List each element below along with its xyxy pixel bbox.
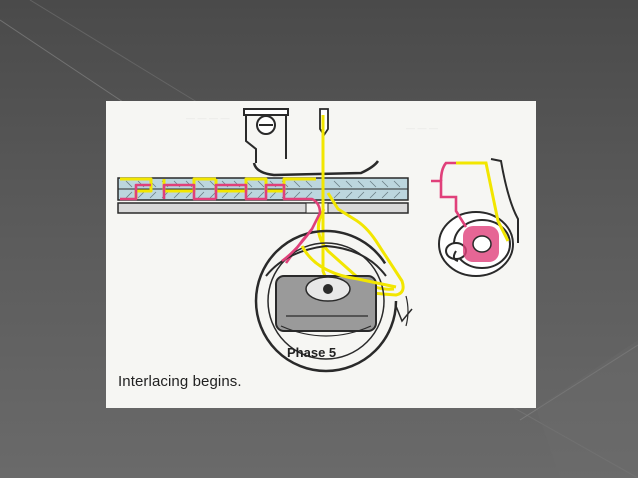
phase-label: Phase 5: [287, 345, 337, 360]
presser-foot: [243, 108, 380, 177]
svg-text:— — —: — — —: [406, 123, 438, 133]
rotary-hook: [254, 229, 413, 373]
bobbin-thread-path: [431, 161, 468, 228]
sewing-machine-diagram: — — — — — — —: [117, 108, 519, 373]
svg-text:— — — —: — — — —: [186, 113, 230, 123]
bobbin-thread: [120, 183, 322, 264]
phase-description: Interlacing begins.: [118, 373, 242, 390]
bobbin-case: [438, 158, 519, 277]
sewing-diagram-image: — — — — — — —: [106, 101, 536, 408]
fabric-layers: [117, 177, 409, 214]
